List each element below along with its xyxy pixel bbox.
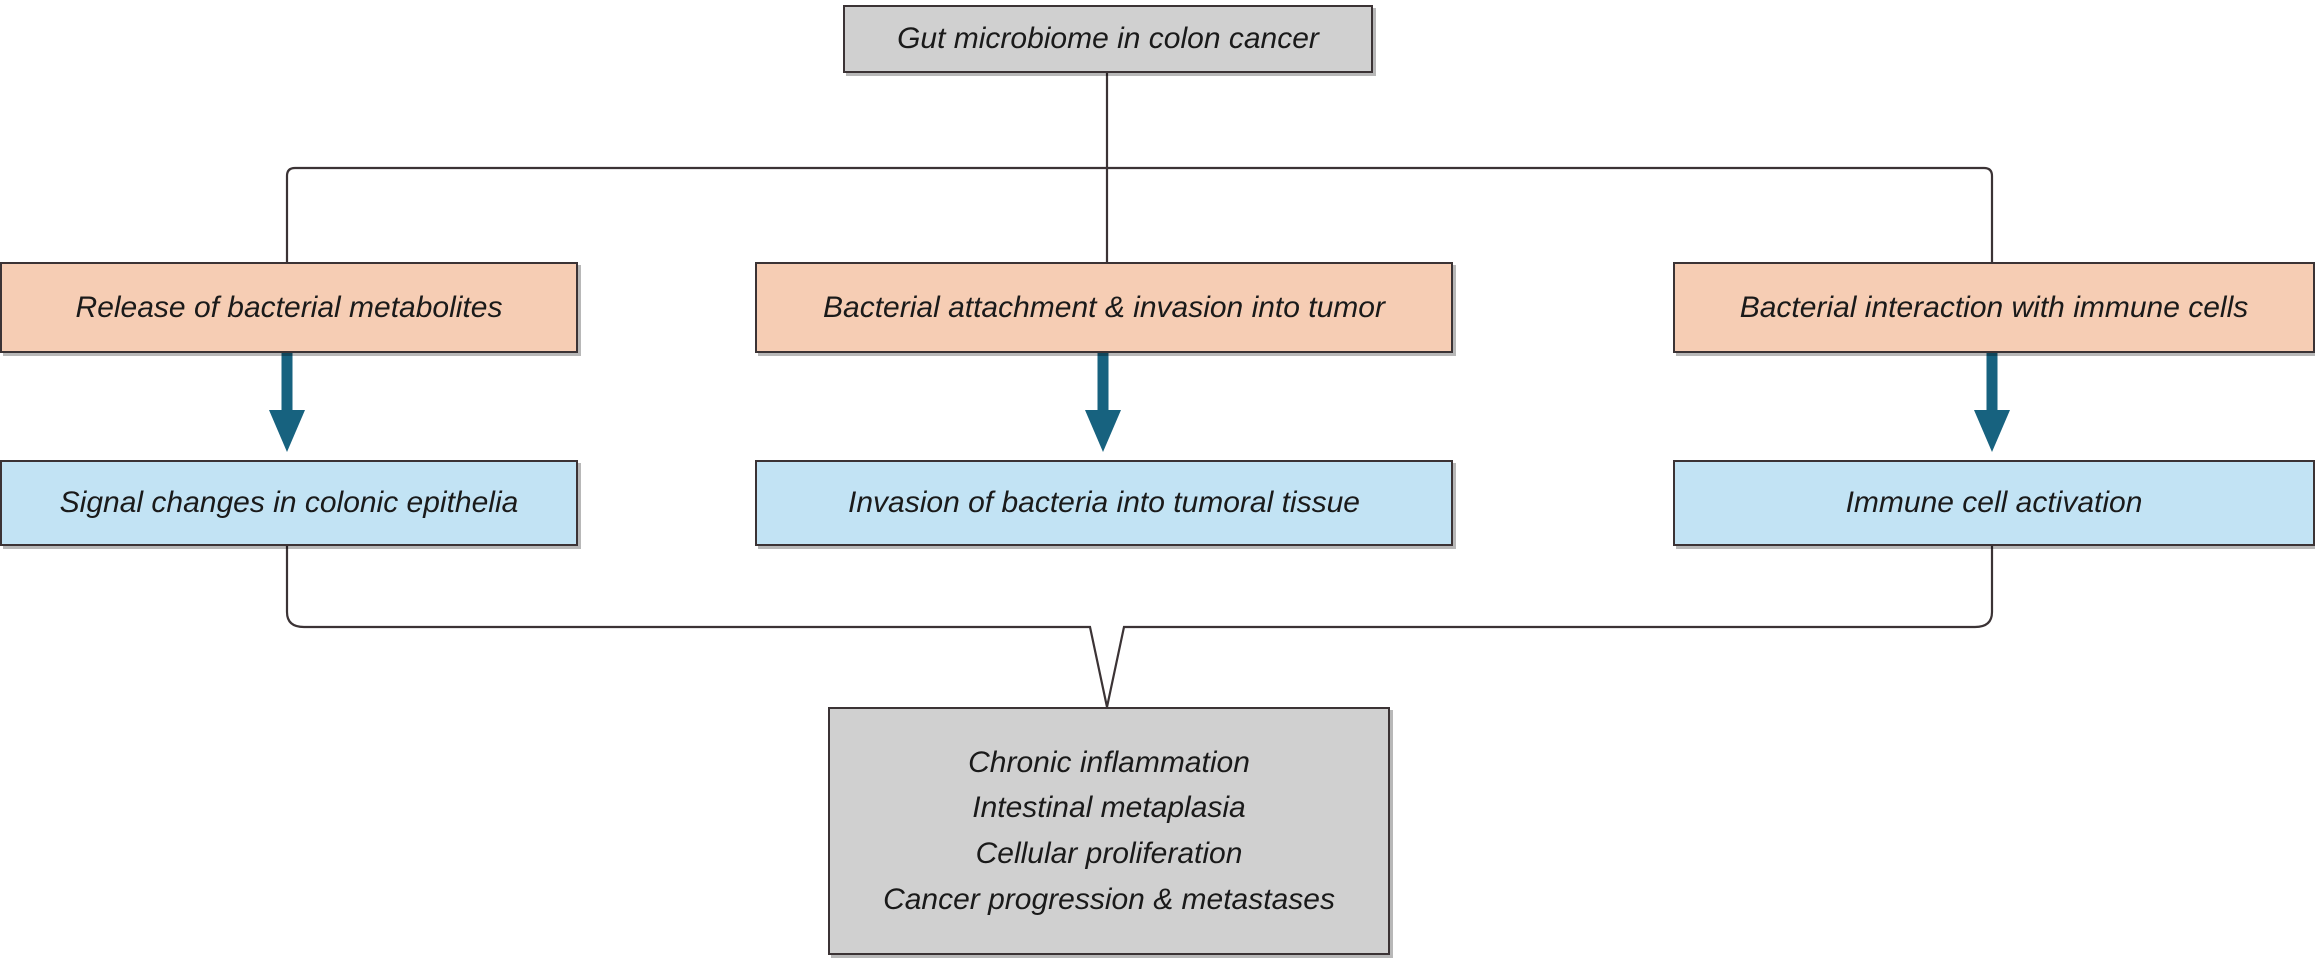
outcome-line-cancer-progression-metastases: Cancer progression & metastases — [883, 882, 1335, 916]
outcome-line-intestinal-metaplasia: Intestinal metaplasia — [972, 791, 1246, 825]
node-cause-release-of-bacterial-metabolites[interactable]: Release of bacterial metabolites — [0, 262, 578, 353]
node-cause-bacterial-attachment-invasion[interactable]: Bacterial attachment & invasion into tum… — [755, 262, 1453, 353]
node-effect-label: Signal changes in colonic epithelia — [59, 486, 519, 520]
down-arrow-head-mid — [1085, 410, 1121, 452]
node-effect-invasion-bacteria-tumoral-tissue[interactable]: Invasion of bacteria into tumoral tissue — [755, 460, 1453, 546]
connector-bus-bottom — [285, 546, 1994, 708]
connector-bus-top — [285, 166, 1994, 262]
node-outcomes[interactable]: Chronic inflammation Intestinal metaplas… — [828, 707, 1390, 955]
node-cause-label: Bacterial interaction with immune cells — [1739, 290, 2249, 324]
node-effect-label: Immune cell activation — [1845, 486, 2143, 520]
outcome-line-cellular-proliferation: Cellular proliferation — [975, 837, 1243, 870]
node-cause-bacterial-interaction-immune-cells[interactable]: Bacterial interaction with immune cells — [1673, 262, 2315, 353]
arrow-group — [269, 353, 2010, 452]
node-effect-immune-cell-activation[interactable]: Immune cell activation — [1673, 460, 2315, 546]
outcome-line-chronic-inflammation: Chronic inflammation — [968, 745, 1250, 779]
node-root-label: Gut microbiome in colon cancer — [897, 22, 1319, 56]
node-root-gut-microbiome[interactable]: Gut microbiome in colon cancer — [843, 5, 1373, 73]
node-cause-label: Release of bacterial metabolites — [75, 290, 503, 324]
down-arrow-head-left — [269, 410, 305, 452]
down-arrow-head-right — [1974, 410, 2010, 452]
node-cause-label: Bacterial attachment & invasion into tum… — [823, 290, 1385, 324]
node-effect-signal-changes-colonic-epithelia[interactable]: Signal changes in colonic epithelia — [0, 460, 578, 546]
node-effect-label: Invasion of bacteria into tumoral tissue — [848, 486, 1360, 520]
